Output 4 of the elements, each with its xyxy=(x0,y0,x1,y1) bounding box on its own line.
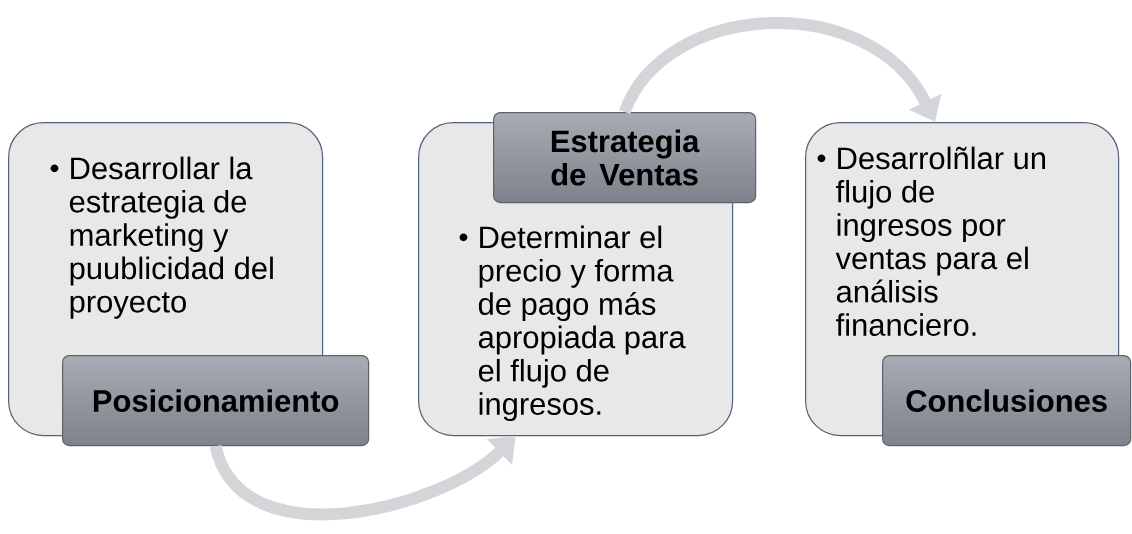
title-tab: Estrategia de Ventas xyxy=(493,112,757,204)
title-tab: Conclusiones xyxy=(882,355,1132,447)
curved-arrow xyxy=(210,436,516,521)
title-tab: Posicionamiento xyxy=(62,355,370,447)
